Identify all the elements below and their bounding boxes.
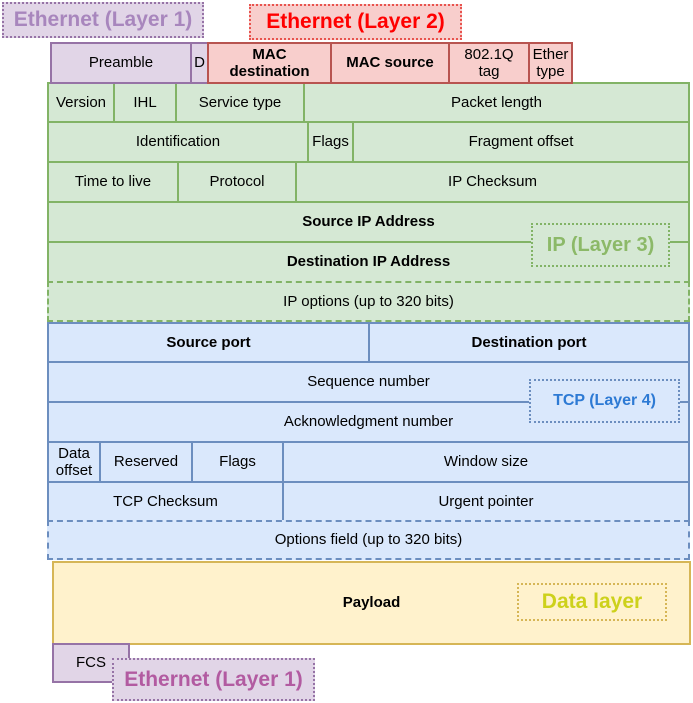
cell-tcp-data-offset: Data offset bbox=[47, 441, 101, 483]
cell-ip-time-to-live: Time to live bbox=[47, 161, 179, 203]
label-ethernet-layer1-top: Ethernet (Layer 1) bbox=[2, 2, 204, 38]
label-ethernet-layer2: Ethernet (Layer 2) bbox=[249, 4, 462, 40]
cell-eth-fcs: FCS bbox=[52, 643, 130, 683]
cell-ip-identification: Identification bbox=[47, 121, 309, 163]
cell-tcp-urgent-pointer: Urgent pointer bbox=[282, 481, 690, 522]
label-ethernet-layer1-bottom: Ethernet (Layer 1) bbox=[112, 658, 315, 701]
cell-eth-8021q-tag: 802.1Q tag bbox=[448, 42, 530, 84]
cell-eth-mac-destination: MAC destination bbox=[207, 42, 332, 84]
cell-ip-checksum: IP Checksum bbox=[295, 161, 690, 203]
label-data-layer: Data layer bbox=[517, 583, 667, 621]
cell-eth-mac-source: MAC source bbox=[330, 42, 450, 84]
cell-tcp-reserved: Reserved bbox=[99, 441, 193, 483]
cell-tcp-destination-port: Destination port bbox=[368, 322, 690, 363]
label-tcp-layer4: TCP (Layer 4) bbox=[529, 379, 680, 423]
cell-ip-ihl: IHL bbox=[113, 82, 177, 123]
cell-eth-preamble: Preamble bbox=[50, 42, 192, 84]
cell-ip-packet-length: Packet length bbox=[303, 82, 690, 123]
cell-tcp-flags: Flags bbox=[191, 441, 284, 483]
cell-tcp-options: Options field (up to 320 bits) bbox=[47, 520, 690, 560]
cell-ip-source-address: Source IP Address bbox=[47, 201, 690, 243]
cell-ip-options: IP options (up to 320 bits) bbox=[47, 281, 690, 322]
cell-tcp-source-port: Source port bbox=[47, 322, 370, 363]
cell-tcp-window-size: Window size bbox=[282, 441, 690, 483]
cell-eth-ether-type: Ether type bbox=[528, 42, 573, 84]
cell-ip-service-type: Service type bbox=[175, 82, 305, 123]
cell-ip-flags: Flags bbox=[307, 121, 354, 163]
label-ip-layer3: IP (Layer 3) bbox=[531, 223, 670, 267]
cell-tcp-checksum: TCP Checksum bbox=[47, 481, 284, 522]
cell-ip-fragment-offset: Fragment offset bbox=[352, 121, 690, 163]
cell-ip-version: Version bbox=[47, 82, 115, 123]
cell-ip-protocol: Protocol bbox=[177, 161, 297, 203]
